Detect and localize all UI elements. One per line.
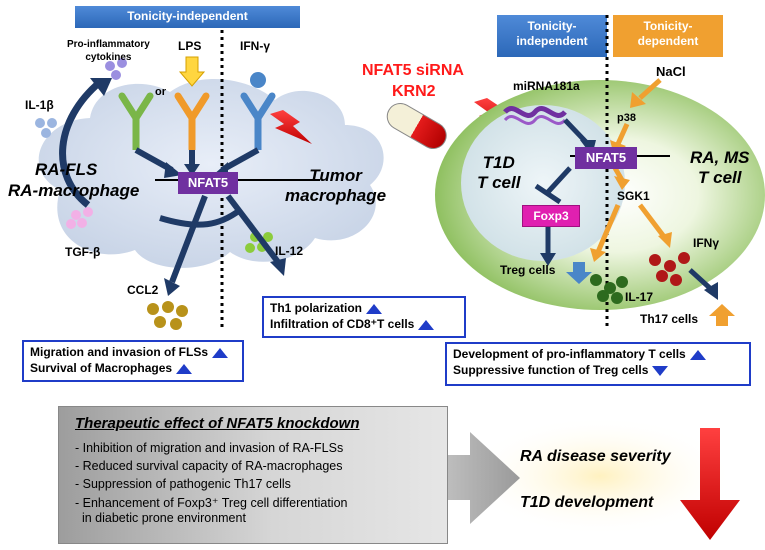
ra-severity-label: RA disease severity (520, 448, 671, 465)
ccl2-label: CCL2 (127, 283, 159, 297)
up-arrow-icon (366, 303, 383, 314)
p38-label: p38 (617, 112, 636, 124)
ifng-cluster (649, 252, 690, 286)
th17-cells-label: Th17 cells (640, 312, 699, 326)
th1-line-1: Th1 polarization (270, 300, 458, 316)
up-arrow-icon (689, 349, 706, 360)
tcell-line-2: Suppressive function of Treg cells (453, 362, 743, 378)
therapeutic-item: - Enhancement of Foxp3⁺ Treg cell differ… (75, 496, 348, 510)
right-orange-arrows (595, 78, 667, 253)
therapeutic-item: - Suppression of pathogenic Th17 cells (75, 477, 291, 491)
krn2-label: KRN2 (392, 83, 436, 100)
sirna-label: NFAT5 siRNA (362, 62, 464, 79)
therapy-arrow (448, 432, 520, 524)
fls-line-2: Survival of Macrophages (30, 360, 236, 376)
ra-ms-t-cell-label: RA, MS T cell (690, 148, 750, 187)
left-header-bar (75, 6, 300, 28)
feedback-arrow (59, 79, 103, 208)
up-arrow-icon (176, 363, 193, 374)
t1d-t-cell-label: T1D T cell (477, 153, 521, 192)
treg-down-arrow (566, 262, 592, 284)
foxp3-box: Foxp3 (522, 205, 580, 227)
tcell-effects-box: Development of pro-inflammatory T cells … (445, 342, 751, 386)
tgfb-label: TGF-β (65, 245, 101, 259)
right-dark-arrows (545, 118, 588, 256)
lightning-left (270, 110, 312, 144)
tgfb-cluster (66, 207, 93, 229)
il17-label: IL-17 (625, 290, 654, 304)
ra-fls-label: RA-FLS (35, 160, 98, 179)
ccl2-cluster (147, 301, 188, 330)
up-arrow-icon (418, 319, 435, 330)
ifng-arrow (688, 268, 714, 292)
orange-receptor (174, 92, 210, 150)
treg-arrowhead (540, 253, 556, 266)
therapeutic-title: Therapeutic effect of NFAT5 knockdown (75, 415, 360, 432)
il1b-label: IL-1β (25, 98, 54, 112)
ifn-gamma-ligand (250, 72, 266, 88)
orange-arrowheads (590, 92, 672, 262)
right-header-orange (613, 15, 723, 57)
lps-ligand (178, 56, 206, 87)
ifn-gamma-label: IFN-γ (240, 39, 270, 53)
mirna-squiggle-2 (503, 115, 567, 125)
inhibit-bar (534, 183, 562, 205)
therapeutic-item: - Reduced survival capacity of RA-macrop… (75, 459, 343, 473)
th1-line-2: Infiltration of CD8⁺T cells (270, 316, 458, 332)
t1d-development-label: T1D development (520, 494, 654, 511)
right-header-independent-label: Tonicity- independent (516, 19, 588, 48)
cytokine-cluster (105, 58, 127, 80)
ifng-label: IFNγ (693, 236, 720, 250)
th17-up-arrow (709, 304, 735, 326)
therapeutic-effect-panel: Therapeutic effect of NFAT5 knockdown - … (58, 406, 448, 544)
fls-effects-box: Migration and invasion of FLSs Survival … (22, 340, 244, 382)
blue-receptor (240, 92, 276, 150)
ra-macrophage-label: RA-macrophage (8, 181, 140, 200)
up-arrow-icon (212, 347, 229, 358)
tgfb-arrow (159, 207, 242, 228)
or-label: or (155, 86, 166, 98)
nacl-label: NaCl (656, 64, 686, 79)
th1-effects-box: Th1 polarization Infiltration of CD8⁺T c… (262, 296, 466, 338)
il1b-cluster (35, 118, 57, 138)
down-arrow-icon (652, 365, 669, 376)
therapeutic-item: in diabetic prone environment (75, 511, 246, 525)
right-header-blue (497, 15, 607, 57)
tumor-macrophage-label: Tumor macrophage (285, 166, 387, 205)
feedback-arrowhead (90, 78, 112, 96)
right-nfat5-box: NFAT5 (575, 147, 637, 169)
mirna-squiggle (503, 106, 567, 118)
pro-inflammatory-label: Pro-inflammatory cytokines (67, 39, 150, 63)
fls-line-1: Migration and invasion of FLSs (30, 344, 236, 360)
right-header-dependent-label: Tonicity- dependent (637, 19, 699, 48)
green-receptor (118, 92, 154, 150)
tcell-line-1: Development of pro-inflammatory T cells (453, 346, 743, 362)
il17-cluster (590, 274, 628, 304)
mirna-label: miRNA181a (513, 79, 580, 93)
ifng-arrowhead (704, 282, 718, 300)
il12-label: IL-12 (275, 244, 304, 258)
lps-label: LPS (178, 39, 202, 53)
pill-icon (386, 103, 447, 149)
treg-cells-label: Treg cells (500, 263, 556, 277)
outcome-glow (465, 416, 735, 536)
left-header-label: Tonicity-independent (127, 9, 248, 23)
decrease-arrow (680, 428, 740, 540)
therapeutic-item: - Inhibition of migration and invasion o… (75, 441, 344, 455)
sgk1-label: SGK1 (617, 189, 650, 203)
left-nfat5-box: NFAT5 (178, 172, 238, 194)
